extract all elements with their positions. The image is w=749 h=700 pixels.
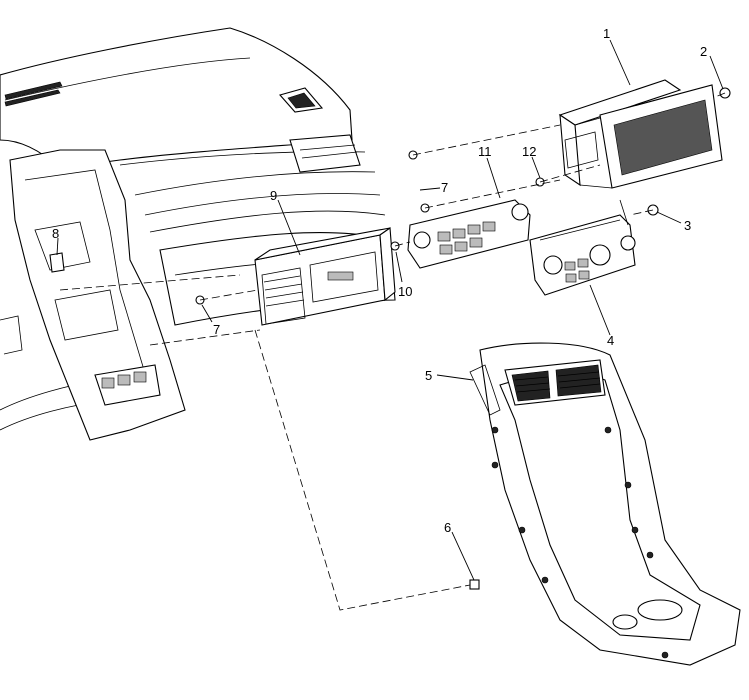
callout-7-lower: 7 (213, 322, 220, 337)
hvac-control (529, 199, 636, 296)
leader-10 (395, 251, 403, 283)
display-module (558, 79, 723, 189)
clip-6 (469, 579, 480, 590)
leader-2 (709, 55, 724, 90)
radio-receiver (254, 226, 396, 326)
callout-10: 10 (398, 284, 412, 299)
callout-7-upper: 7 (441, 180, 448, 195)
callout-4: 4 (607, 333, 614, 348)
callout-1: 1 (603, 26, 610, 41)
leader-lines (56, 39, 724, 581)
leader-7a (419, 187, 441, 191)
callout-labels: 1 2 3 4 5 6 7 7 8 9 10 11 12 (52, 26, 707, 535)
leader-7b (201, 304, 213, 323)
callout-11: 11 (478, 144, 492, 159)
part-8-component (49, 252, 65, 273)
leader-6 (451, 531, 475, 581)
leader-1 (609, 39, 631, 86)
leader-4 (589, 284, 611, 336)
callout-2: 2 (700, 44, 707, 59)
callout-6: 6 (444, 520, 451, 535)
leader-8 (56, 237, 59, 256)
callout-5: 5 (425, 368, 432, 383)
callout-3: 3 (684, 218, 691, 233)
alignment-lines (59, 92, 726, 611)
callout-12: 12 (522, 144, 536, 159)
callout-8: 8 (52, 226, 59, 241)
leader-5 (436, 374, 474, 381)
leader-3 (656, 211, 682, 224)
control-faceplate (407, 199, 531, 269)
left-structure (0, 149, 186, 441)
callout-9: 9 (270, 188, 277, 203)
leader-9 (277, 199, 301, 256)
trim-bezel (469, 342, 741, 666)
leader-12 (531, 156, 541, 179)
leader-11 (486, 157, 501, 199)
